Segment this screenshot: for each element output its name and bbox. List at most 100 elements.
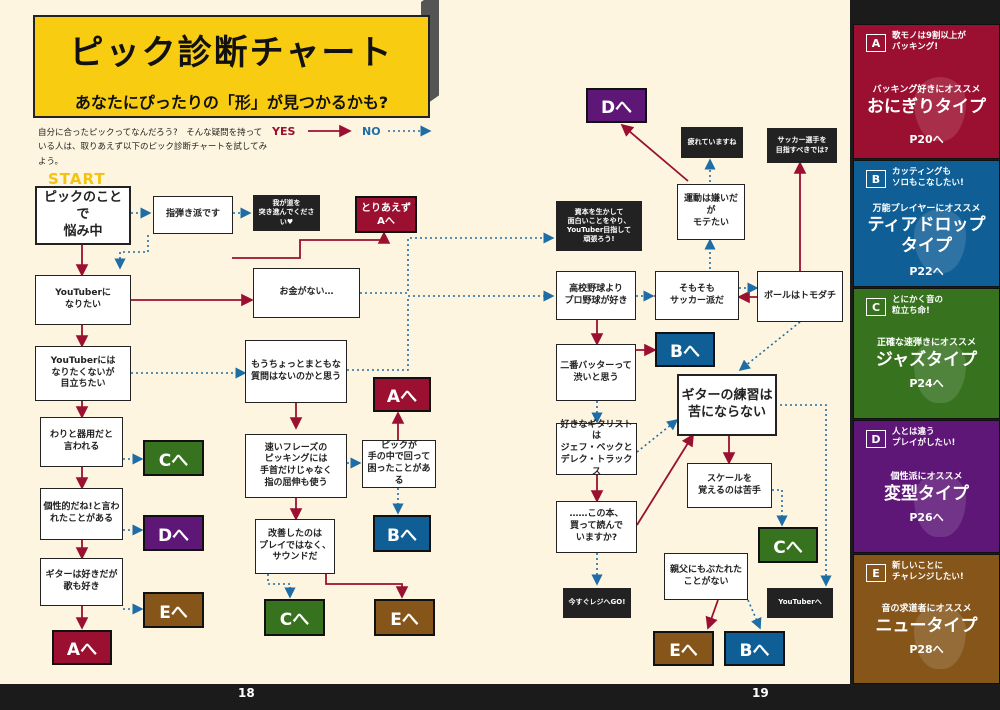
panel-letter: C [866,298,886,316]
node-improved-sound: 改善したのは プレイではなく、 サウンドだ [255,519,335,574]
node-better-question: もうちょっとまともな 質問はないのかと思う [245,340,347,403]
node-pro-baseball: 高校野球より プロ野球が好き [556,271,636,320]
panel-letter: B [866,170,886,188]
page-number-right: 19 [752,686,769,700]
panel-type: ニュータイプ [875,616,978,636]
result-c: Cへ [143,440,204,476]
node-aim-youtuber: 資本を生かして 面白いことをやり、 YouTuber目指して 頑張ろう! [556,201,642,251]
node-never-hit: 親父にもぶたれた ことがない [664,553,748,600]
panel-page: P22へ [909,265,944,278]
panel-description: カッティングも ソロもこなしたい! [892,167,964,189]
result-b: Bへ [373,515,431,552]
result-e: Eへ [374,599,435,636]
edge-yes [620,123,689,182]
panel-subtitle: 音の求道者にオススメ [881,604,972,614]
node-like-singing: ギターは好きだが 歌も好き [40,558,123,606]
node-scales-hard: スケールを 覚えるのは苦手 [687,463,772,508]
node-hate-sports: 運動は嫌いだが モテたい [677,184,745,240]
edge-no [780,404,832,587]
panel-letter: D [866,430,886,448]
edge-no [347,290,555,371]
panel-description: 新しいことに チャレンジしたい! [892,561,964,583]
node-tired: 疲れていますね [681,127,743,158]
edge-no [747,599,762,630]
node-go-register: 今すぐレジへGO! [563,588,631,618]
node-ball-friend: ボールはトモダチ [757,271,843,322]
page-number-left: 18 [238,686,255,700]
edge-no [267,574,296,599]
result-b: Bへ [655,332,715,367]
panel-page: P24へ [909,377,944,390]
pick-shape-icon [914,339,966,403]
result-a: Aへ [373,377,431,412]
result-a: Aへ [52,630,112,665]
node-favorite-guitarist: 好きなギタリストは ジェフ・ベックと デレク・トラックス [556,420,637,477]
result-e: Eへ [143,592,204,628]
intro-text: 自分に合ったピックってなんだろう? そんな疑問を持っている人は、取りあえず以下の… [38,128,268,167]
node-no-money: お金がない… [253,268,360,318]
node-soccer-fan: そもそも サッカー派だ [655,271,739,320]
node-soccer-player: サッカー選手を 目指すべきでは? [767,128,837,163]
panel-subtitle: 万能プレイヤーにオススメ [872,204,981,214]
panel-letter: A [866,34,886,52]
title-box: ピック診断チャート あなたにぴったりの「形」が見つかるかも? [33,15,430,118]
node-stand-out: YouTuberには なりたくないが 目立ちたい [35,346,131,401]
panel-subtitle: 正確な速弾きにオススメ [876,338,976,348]
panel-description: とにかく音の 粒立ち命! [892,295,944,317]
result-b: Bへ [724,631,785,666]
panel-type: おにぎりタイプ [867,97,986,117]
edge-no [738,321,801,371]
legend-no: NO [362,125,381,138]
node-pick-rotates: ピックが 手の中で回って 困ったことがある [362,440,436,488]
node-unique: 個性的だね!と言われたことがある [40,488,123,540]
pick-shape-icon [914,605,966,669]
panel-d: D 人とは違う プレイがしたい! 個性派にオススメ 変型タイプ P26へ [853,420,1000,553]
panel-c: C とにかく音の 粒立ち命! 正確な速弾きにオススメ ジャズタイプ P24へ [853,288,1000,419]
result-d: Dへ [586,88,647,123]
panel-e: E 新しいことに チャレンジしたい! 音の求道者にオススメ ニュータイプ P28… [853,554,1000,684]
edge-no [772,489,788,527]
panel-page: P26へ [909,511,944,524]
panel-description: 人とは違う プレイがしたい! [892,427,956,449]
pick-shape-icon [914,209,966,273]
node-bought-book: ……この本、 買って読んで いますか? [556,501,637,553]
panel-b: B カッティングも ソロもこなしたい! 万能プレイヤーにオススメ ティアドロップ… [853,160,1000,287]
panel-page: P20へ [909,133,944,146]
panel-a: A 歌モノは9割以上が バッキング! バッキング好きにオススメ おにぎりタイプ … [853,24,1000,159]
edge-no [114,235,149,270]
edge-yes [636,433,694,526]
edge-no [636,419,679,453]
yes-arrows [75,123,807,630]
panel-type: 変型タイプ [884,484,969,504]
arrow-layer [75,123,832,630]
node-second-batter: 二番バッターって 渋いと思う [556,344,636,401]
chart-title: ピック診断チャート [69,33,394,73]
result-e: Eへ [653,631,714,666]
edge-no [360,232,555,294]
result-d: Dへ [143,515,204,551]
panel-subtitle: バッキング好きにオススメ [872,85,981,95]
panel-subtitle: 個性派にオススメ [890,472,963,482]
node-fast-picking: 速いフレーズの ピッキングには 手首だけじゃなく 指の屈伸も使う [245,434,347,498]
node-dexterous: わりと器用だと 言われる [40,417,123,467]
panel-letter: E [866,564,886,582]
result-c: Cへ [758,527,818,563]
node-practice-ok: ギターの練習は 苦にならない [677,374,777,436]
result-a-first: とりあえず Aへ [355,196,417,233]
panel-description: 歌モノは9割以上が バッキング! [892,31,966,53]
start-label: START [48,170,106,188]
edge-yes [705,599,719,630]
chart-subtitle: あなたにぴったりの「形」が見つかるかも? [74,93,389,112]
edge-yes [325,574,409,599]
node-to-youtuber: YouTuberへ [767,588,833,618]
panel-page: P28へ [909,643,944,656]
node-own-way: 我が道を 突き進んでください♥ [253,195,320,231]
legend-yes: YES [272,125,296,138]
edge-yes [232,231,391,259]
no-arrows [114,125,832,630]
node-worried: ピックのことで 悩み中 [35,186,131,245]
panel-type: ティアドロップ タイプ [867,215,986,257]
pick-shape-icon [914,77,966,141]
node-fingerstyle: 指弾き派です [153,196,233,234]
